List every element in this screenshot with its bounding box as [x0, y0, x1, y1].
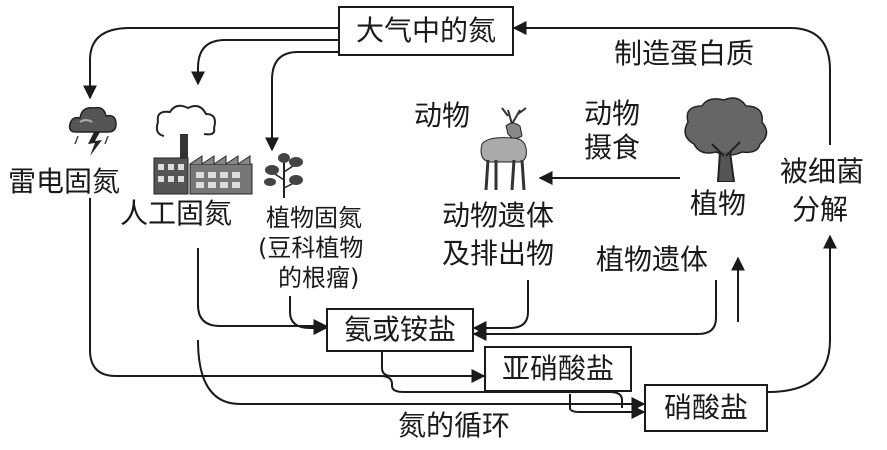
label-animal: 动物 [414, 100, 470, 132]
arrow-to-plant-fixation [272, 52, 338, 150]
arrow-nitrate-to-bacteria [768, 236, 830, 392]
label-plant-fixation-nodule: 的根瘤) [278, 264, 359, 293]
arrow-animal-remains-to-ammonia [474, 280, 528, 328]
diagram-caption: 氮的循环 [398, 410, 510, 442]
label-animal-remains-1: 动物遗体 [442, 200, 554, 232]
node-atmospheric-nitrogen: 大气中的氮 [338, 6, 514, 56]
tree-icon [680, 96, 772, 182]
arrow-to-industrial [198, 40, 338, 84]
label-plant-fixation: 植物固氮 [266, 204, 362, 233]
label-plant-fixation-legume: (豆科植物 [258, 234, 363, 263]
label-animal-intake-2: 摄食 [584, 132, 640, 164]
arrow-ammonia-to-nitrite [382, 348, 484, 376]
deer-icon [468, 104, 558, 194]
arrow-plant-remains-to-ammonia [474, 280, 716, 334]
label-bacteria-decompose-2: 分解 [792, 194, 848, 226]
label-make-protein: 制造蛋白质 [614, 38, 754, 70]
node-ammonia: 氨或铵盐 [326, 308, 474, 352]
label-lightning-fixation: 雷电固氮 [8, 166, 120, 198]
label-plant-remains: 植物遗体 [596, 244, 708, 276]
label-animal-intake-1: 动物 [584, 98, 640, 130]
storm-cloud-icon [64, 98, 124, 158]
label-plant: 植物 [690, 188, 746, 220]
node-nitrite: 亚硝酸盐 [484, 346, 632, 392]
node-nitrate: 硝酸盐 [644, 384, 768, 432]
label-animal-remains-2: 及排出物 [442, 238, 554, 270]
arrow-to-lightning [90, 28, 338, 98]
factory-icon [150, 100, 254, 196]
label-bacteria-decompose-1: 被细菌 [780, 156, 864, 188]
label-industrial-fixation: 人工固氮 [120, 198, 232, 230]
arrow-plantfix-to-ammonia [290, 296, 326, 328]
legume-plant-icon [262, 150, 306, 198]
